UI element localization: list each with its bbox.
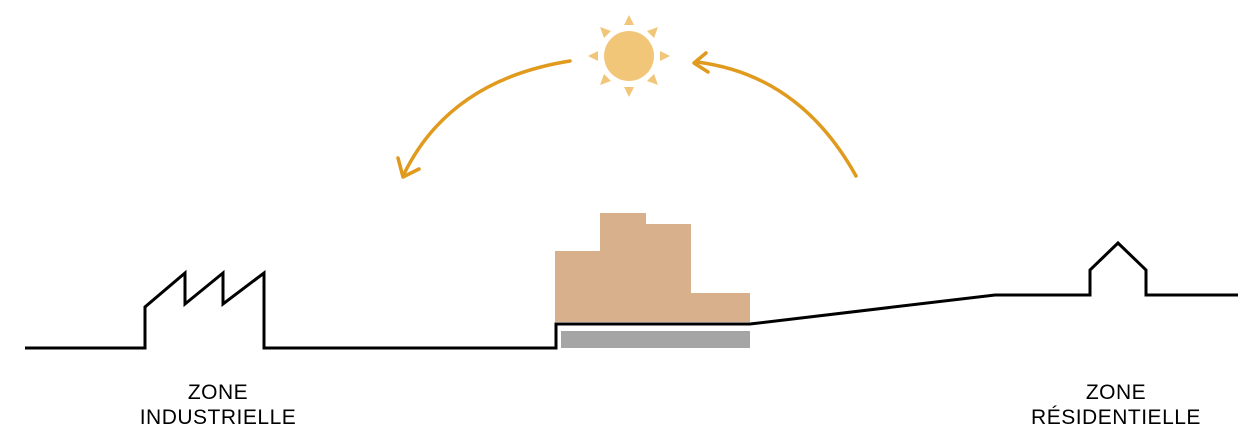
residential-zone-label-line1: ZONE — [1085, 381, 1147, 404]
industrial-zone-label-line2: INDUSTRIELLE — [139, 406, 297, 429]
house-icon — [1090, 243, 1146, 295]
sun-path-arrow-left — [402, 59, 572, 176]
ground-line — [25, 240, 1238, 350]
factory-icon — [145, 273, 264, 348]
industrial-zone-label: ZONE INDUSTRIELLE — [118, 380, 318, 430]
industrial-zone-label-line1: ZONE — [187, 381, 249, 404]
sun-icon — [588, 15, 670, 97]
residential-zone-label: ZONE RÉSIDENTIELLE — [1006, 380, 1226, 430]
residential-zone-label-line2: RÉSIDENTIELLE — [1031, 406, 1201, 429]
building-icon — [555, 213, 750, 322]
arrow-head-right — [692, 51, 710, 74]
sun-path-arrow-right — [695, 60, 858, 178]
arrow-head-left — [396, 156, 421, 179]
foundation-slab — [561, 331, 750, 348]
sun-path-arrows — [396, 51, 858, 179]
